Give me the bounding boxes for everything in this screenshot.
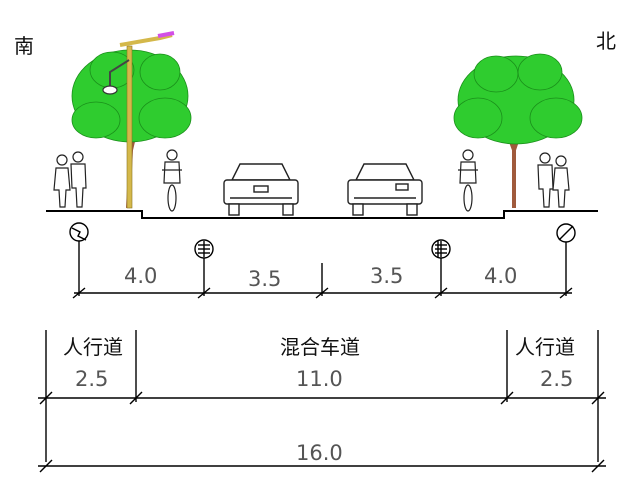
street-lamp [102,31,175,209]
mixed-lane-label: 混合车道 [280,335,360,359]
sidewalk-right-width: 2.5 [540,367,573,391]
lane-dim-3: 3.5 [370,264,403,288]
lighting-symbol [69,222,89,296]
lane-dim-1: 4.0 [124,264,157,288]
total-width: 16.0 [296,441,343,465]
pedestrians-left [53,151,87,208]
sidewalk-left-width: 2.5 [75,367,108,391]
cyclist-left [162,149,182,212]
total-dimension-line [38,459,606,473]
lane-dim-4: 4.0 [484,264,517,288]
section-dimension-line [38,330,606,462]
car-left [223,163,299,216]
lane-dimension-line [72,263,573,299]
mixed-lane-width: 11.0 [296,367,343,391]
sidewalk-left-label: 人行道 [63,335,123,359]
cyclist-right [458,149,478,212]
non-motor-lane-symbol [431,239,451,296]
ground-line [46,210,598,219]
tree-right [453,53,583,208]
motor-lane-symbol-left [194,239,214,296]
lane-dim-2: 3.5 [248,267,281,291]
car-right [347,163,423,216]
north-label: 北 [596,29,616,53]
south-label: 南 [14,34,34,58]
no-entry-symbol [556,223,576,296]
sidewalk-right-label: 人行道 [515,335,575,359]
pedestrians-right [537,152,570,208]
